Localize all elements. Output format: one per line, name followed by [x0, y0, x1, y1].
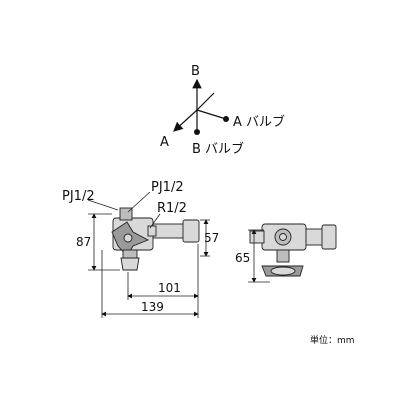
- axis-a-arrow: [173, 109, 198, 132]
- dim-87-label: 87: [76, 235, 91, 249]
- orientation-axes: B A A バルブ B バルブ: [160, 64, 285, 157]
- b-valve-label: B バルブ: [192, 141, 244, 157]
- pj-left-label: PJ1/2: [62, 189, 95, 204]
- r-label: R1/2: [157, 201, 187, 216]
- side-view: 65: [235, 223, 337, 283]
- r-leader: [149, 213, 161, 229]
- pj-right-leader: [127, 191, 151, 213]
- branch-pipe: [152, 223, 186, 239]
- a-valve-dot: [223, 116, 229, 122]
- side-left-stub: [249, 230, 265, 244]
- axis-diagonal-line: [196, 92, 215, 111]
- dim-57-label: 57: [204, 231, 219, 245]
- side-right-fitting: [321, 224, 337, 250]
- axis-b-label: B: [191, 64, 200, 79]
- spout: [120, 257, 140, 271]
- dim-101-label: 101: [158, 281, 181, 295]
- spout-collar: [122, 249, 138, 259]
- handle-hub: [123, 233, 133, 243]
- axis-a-valve-line: [196, 109, 227, 120]
- side-port-inner: [279, 233, 287, 241]
- b-valve-dot: [194, 129, 200, 135]
- front-view: PJ1/2 PJ1/2 R1/2 87 57 101 139: [62, 180, 219, 318]
- side-stem: [276, 249, 290, 263]
- branch-fitting: [182, 219, 200, 243]
- dim-65-label: 65: [235, 251, 250, 265]
- side-right-pipe: [305, 228, 325, 246]
- pj-left-leader: [87, 199, 119, 211]
- unit-note: 単位：mm: [310, 334, 355, 346]
- dim-139-label: 139: [141, 300, 164, 314]
- side-handle-hub: [270, 266, 296, 276]
- pj-right-label: PJ1/2: [151, 180, 184, 195]
- branch-nut: [147, 225, 157, 237]
- axis-a-label: A: [160, 135, 169, 150]
- a-valve-label: A バルブ: [233, 114, 285, 130]
